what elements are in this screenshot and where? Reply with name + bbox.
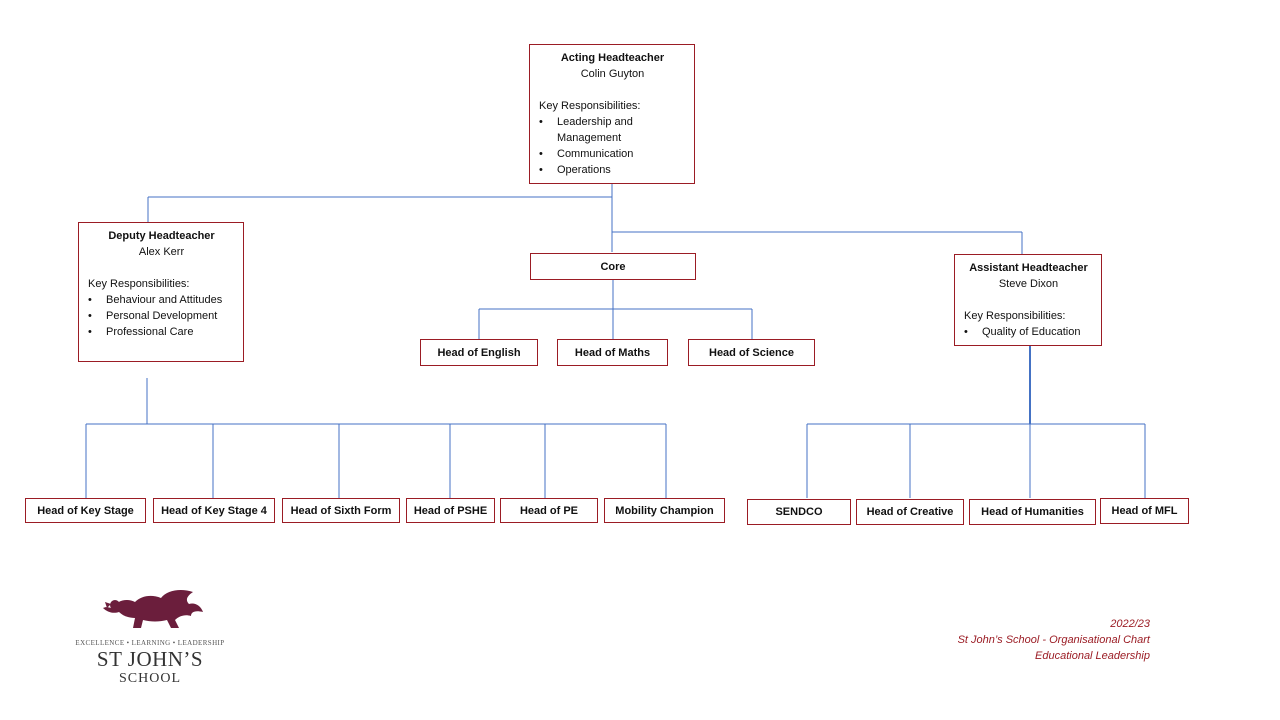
assistant-headteacher-box: Assistant Headteacher Steve Dixon Key Re… [954, 254, 1102, 346]
sendco-box: SENDCO [747, 499, 851, 525]
person-name: Colin Guyton [580, 68, 645, 80]
person-name: Alex Kerr [138, 246, 185, 258]
responsibilities-label: Key Responsibilities: [539, 100, 641, 112]
footer-subtitle: St John’s School - Organisational Chart [957, 634, 1150, 646]
logo-school-name: ST JOHN’S [96, 647, 204, 671]
footer-caption: 2022/23 St John’s School - Organisationa… [958, 616, 1150, 664]
head-of-mfl-box: Head of MFL [1100, 498, 1189, 524]
deputy-headteacher-box: Deputy Headteacher Alex Kerr Key Respons… [78, 222, 244, 362]
head-of-maths-box: Head of Maths [557, 339, 668, 366]
head-of-science-box: Head of Science [688, 339, 815, 366]
school-logo: EXCELLENCE • LEARNING • LEADERSHIP ST JO… [70, 588, 230, 687]
responsibilities-list: Behaviour and Attitudes Personal Develop… [88, 292, 235, 340]
head-of-pshe-box: Head of PSHE [406, 498, 495, 523]
list-item: Professional Care [88, 324, 235, 340]
acting-headteacher-box: Acting Headteacher Colin Guyton Key Resp… [529, 44, 695, 184]
role-title: Assistant Headteacher [969, 262, 1088, 274]
head-of-key-stage-4-box: Head of Key Stage 4 [153, 498, 275, 523]
responsibilities-label: Key Responsibilities: [88, 278, 190, 290]
list-item: Leadership and Management [539, 114, 686, 146]
logo-motto: EXCELLENCE • LEARNING • LEADERSHIP [75, 639, 225, 647]
role-title: Deputy Headteacher [108, 230, 215, 242]
head-of-english-box: Head of English [420, 339, 538, 366]
footer-section: Educational Leadership [1035, 650, 1150, 662]
head-of-sixth-form-box: Head of Sixth Form [282, 498, 400, 523]
list-item: Personal Development [88, 308, 235, 324]
head-of-pe-box: Head of PE [500, 498, 598, 523]
head-of-humanities-box: Head of Humanities [969, 499, 1096, 525]
list-item: Quality of Education [964, 324, 1093, 340]
core-box: Core [530, 253, 696, 280]
dragon-icon [103, 590, 203, 628]
responsibilities-label: Key Responsibilities: [964, 310, 1066, 322]
list-item: Operations [539, 162, 686, 178]
head-of-key-stage-box: Head of Key Stage [25, 498, 146, 523]
list-item: Behaviour and Attitudes [88, 292, 235, 308]
role-title: Acting Headteacher [560, 52, 665, 64]
footer-year: 2022/23 [1110, 618, 1150, 630]
responsibilities-list: Quality of Education [964, 324, 1093, 340]
person-name: Steve Dixon [998, 278, 1059, 290]
list-item: Communication [539, 146, 686, 162]
responsibilities-list: Leadership and Management Communication … [539, 114, 686, 178]
logo-school-word: SCHOOL [118, 671, 181, 686]
head-of-creative-box: Head of Creative [856, 499, 964, 525]
mobility-champion-box: Mobility Champion [604, 498, 725, 523]
